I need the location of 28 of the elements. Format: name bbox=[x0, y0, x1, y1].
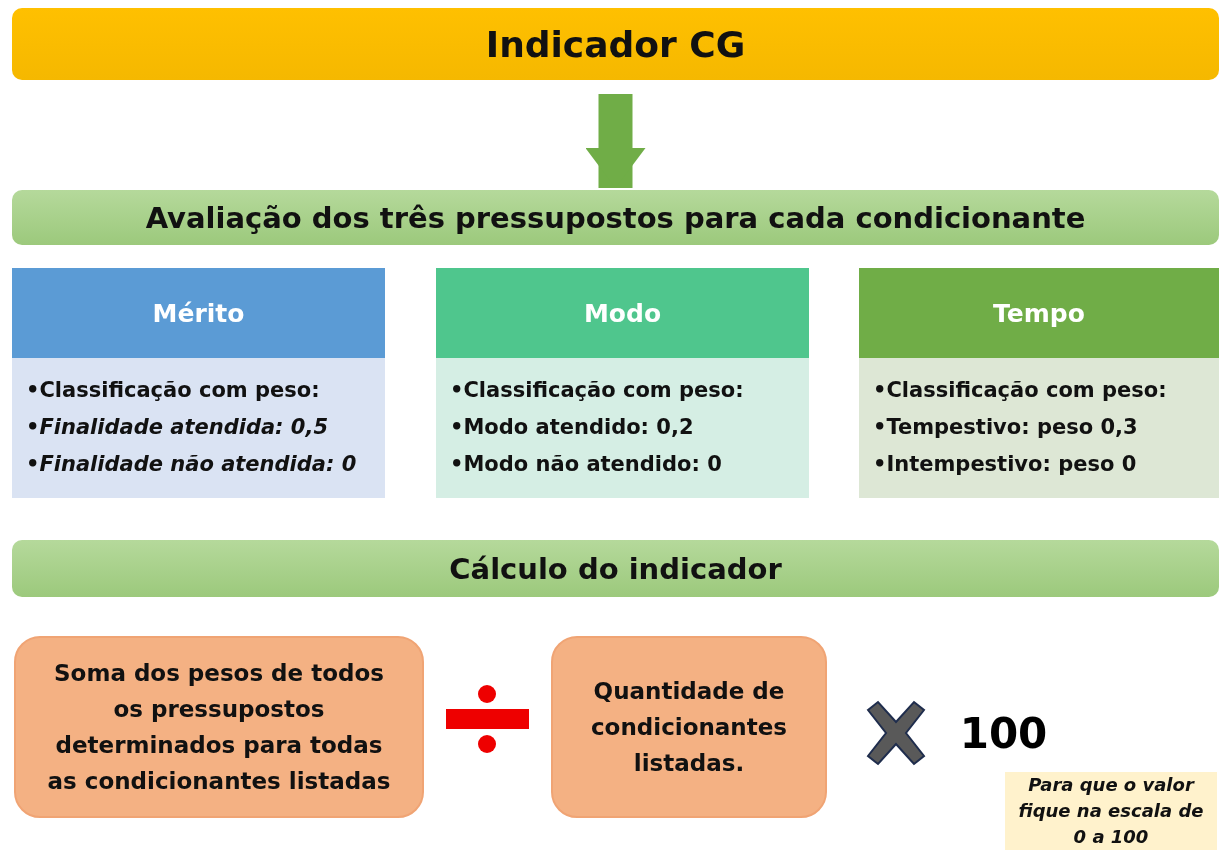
panel-heading: Modo bbox=[583, 298, 662, 328]
arrow bbox=[585, 94, 646, 188]
value-text: 100 bbox=[959, 708, 1048, 758]
heading-text: Avaliação dos três pressupostos para cada condicionante bbox=[145, 200, 1086, 235]
section-band bbox=[12, 190, 1219, 245]
section-band bbox=[12, 540, 1219, 597]
panel-heading: Tempo bbox=[993, 298, 1085, 328]
panel-heading: Mérito bbox=[152, 298, 245, 328]
bullet-text: •Classificação com peso: bbox=[873, 377, 1168, 404]
bullet-text: •Finalidade atendida: 0,5 bbox=[26, 414, 330, 441]
formula-text: Soma dos pesos de todos os pressupostos determinados para todas as condicionantes listadas bbox=[46, 659, 392, 796]
criterion-panel bbox=[12, 268, 385, 498]
bullet-text: •Modo atendido: 0,2 bbox=[450, 414, 695, 441]
bullet-text: •Modo não atendido: 0 bbox=[450, 451, 723, 478]
note-text: Para que o valor fique na escala de 0 a 100 bbox=[1017, 773, 1205, 849]
formula-text: Quantidade de condicionantes listadas. bbox=[590, 677, 788, 778]
bullet-text: •Classificação com peso: bbox=[26, 377, 321, 404]
criterion-panel bbox=[859, 268, 1219, 498]
bullet-text: •Classificação com peso: bbox=[450, 377, 745, 404]
formula-card bbox=[14, 636, 424, 818]
formula-card bbox=[551, 636, 827, 818]
heading-text: Indicador CG bbox=[485, 23, 746, 65]
bullet-text: •Finalidade não atendida: 0 bbox=[26, 451, 358, 478]
bullet-text: •Tempestivo: peso 0,3 bbox=[873, 414, 1139, 441]
title-banner bbox=[12, 8, 1219, 80]
heading-text: Cálculo do indicador bbox=[449, 551, 782, 586]
criterion-panel bbox=[436, 268, 809, 498]
bullet-text: •Intempestivo: peso 0 bbox=[873, 451, 1138, 478]
